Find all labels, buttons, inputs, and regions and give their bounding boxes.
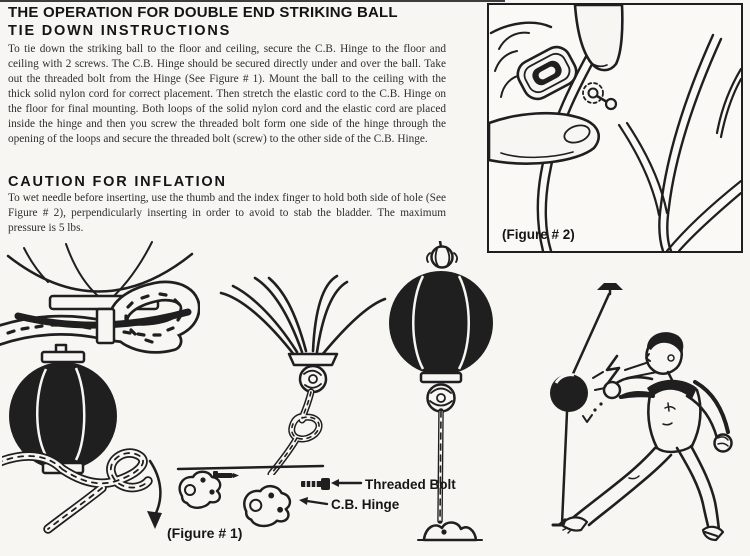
needle-hand-illustration (489, 5, 741, 251)
arrow-left-icon (299, 497, 329, 506)
caution-text: To wet needle before inserting, use the … (8, 192, 446, 234)
boxer-illustration (550, 283, 733, 542)
cb-hinge-icon (178, 470, 222, 509)
threaded-bolt-icon (301, 478, 330, 490)
figure1-caption: (Figure # 1) (167, 525, 242, 541)
ceiling-mount-icon (597, 283, 623, 290)
figure1-hinge-diagram: Threaded Bolt C.B. Hinge (Figure # 1) (167, 464, 456, 541)
boxer-figure (561, 332, 733, 542)
cb-hinge-icon (243, 484, 292, 528)
section-heading-caution: CAUTION FOR INFLATION (8, 174, 227, 190)
ball-floor-mount-illustration (389, 241, 493, 542)
speed-ball-icon (550, 374, 588, 412)
rope-knot-icon (2, 448, 153, 534)
valve-cap-icon (516, 45, 578, 101)
page-title: THE OPERATION FOR DOUBLE END STRIKING BA… (8, 4, 398, 21)
impact-lines-icon (582, 354, 658, 423)
figure2-panel: (Figure # 2) (487, 3, 743, 253)
figure2-caption: (Figure # 2) (502, 227, 575, 242)
arrow-left-icon (331, 479, 363, 487)
ball-cover-cord-illustration (219, 274, 387, 475)
tie-down-instructions-text: To tie down the striking ball to the flo… (8, 43, 446, 145)
cord-knot-icon (267, 388, 323, 475)
threaded-bolt-label: Threaded Bolt (365, 477, 456, 492)
ball-strap-illustration (0, 241, 200, 354)
needle-hole-icon (582, 82, 604, 104)
striking-ball-knot-illustration (2, 343, 162, 534)
floor-hinge-icon (422, 521, 478, 542)
needle-icon (604, 97, 618, 111)
cb-hinge-label: C.B. Hinge (331, 497, 400, 512)
section-heading-tie-down: TIE DOWN INSTRUCTIONS (8, 23, 232, 39)
scan-artifact-line (0, 0, 505, 2)
